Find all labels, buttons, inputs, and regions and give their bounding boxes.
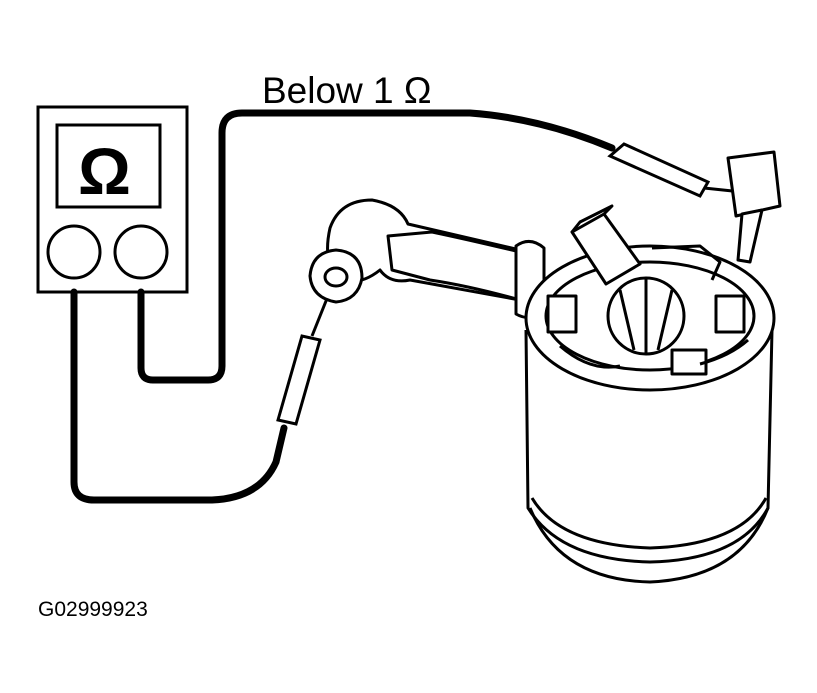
test-leads	[70, 109, 616, 504]
lower-lead-wire	[70, 288, 288, 504]
brush-holder-contact	[726, 150, 782, 218]
yoke-housing	[524, 329, 774, 564]
brush-right	[714, 294, 746, 334]
ohmmeter-terminal-left	[46, 224, 102, 280]
upper-lead-wire	[137, 109, 616, 384]
ohmmeter	[36, 105, 189, 294]
ohmmeter-body	[36, 105, 189, 294]
yoke-top-rim	[524, 244, 776, 392]
brush-holder-contact-stem	[736, 208, 764, 264]
upper-probe-handle	[607, 142, 711, 198]
ohmmeter-terminal-right	[113, 224, 169, 280]
commutator-segments	[618, 278, 674, 354]
brush-holder-plate	[544, 260, 756, 372]
yoke-groove	[530, 497, 768, 550]
brush-bottom	[670, 348, 708, 376]
figure-code-label: G02999923	[38, 598, 148, 621]
brush-spring	[559, 244, 749, 369]
ring-terminal-hole	[323, 266, 349, 288]
resistance-reading-label: Below 1 Ω	[262, 70, 432, 111]
lower-probe-tip	[310, 295, 330, 337]
brush-top	[570, 212, 642, 286]
upper-probe	[607, 142, 743, 198]
lead-sleeve	[386, 230, 522, 302]
yoke-bottom-edge	[528, 507, 770, 584]
brush-top-face	[570, 204, 614, 233]
brush-left	[546, 294, 578, 334]
lower-probe	[276, 295, 330, 426]
ohm-symbol-icon: Ω	[78, 134, 131, 208]
starter-yoke-assembly	[308, 150, 782, 584]
ohmmeter-display	[55, 123, 162, 209]
lower-probe-handle	[276, 334, 322, 426]
